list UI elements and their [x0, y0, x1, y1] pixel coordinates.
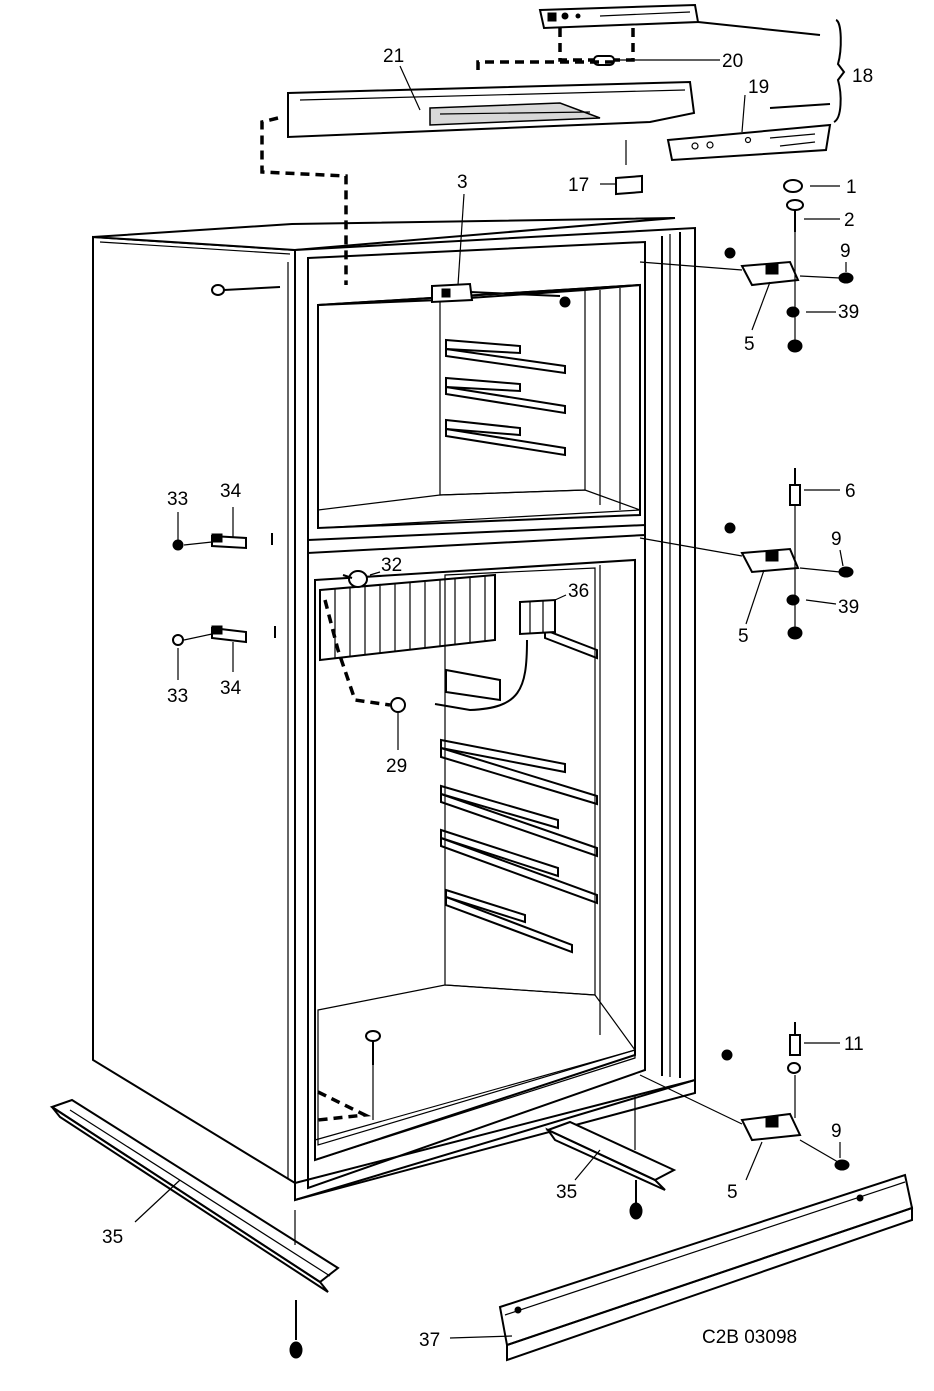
base-rail-35-left: [49, 1098, 340, 1293]
freezer-shelf-rail: [445, 338, 566, 375]
fresh-shelf-rail: [440, 738, 598, 806]
wire-harness-left: [260, 116, 348, 285]
drawing-code: C2B 03098: [702, 1327, 797, 1348]
label-17: [615, 140, 643, 196]
side-screw: [211, 284, 281, 296]
top-hinge-5: [639, 260, 800, 287]
screw: [724, 247, 736, 259]
fresh-shelf-rail: [445, 888, 573, 954]
base-rail-35-right: [545, 1095, 677, 1191]
screw: [721, 1049, 733, 1061]
callout-35-right: 35: [556, 1182, 577, 1203]
freezer-compartment: [317, 283, 641, 530]
washer-39: [786, 306, 800, 318]
screw-base-left: [289, 1300, 303, 1359]
washer-39: [786, 594, 800, 606]
callout-1: 1: [846, 177, 857, 198]
fresh-shelf-rail: [440, 828, 598, 905]
callout-21: 21: [383, 46, 404, 67]
callout-3: 3: [457, 172, 468, 193]
callout-32: 32: [381, 555, 402, 576]
callout-9-middle: 9: [831, 529, 842, 550]
callout-6: 6: [845, 481, 856, 502]
compartment-divider: [307, 523, 646, 555]
callout-37: 37: [419, 1330, 440, 1351]
kick-plate-37: [498, 1173, 914, 1362]
screw-9: [838, 566, 854, 578]
screw: [559, 296, 571, 308]
screw-base-right: [629, 1180, 643, 1220]
callout-2: 2: [844, 210, 855, 231]
hinge-pin-6: [789, 468, 801, 630]
callout-35-left: 35: [102, 1227, 123, 1248]
wire-harness-fresh: [323, 599, 391, 707]
callout-39-middle: 39: [838, 597, 859, 618]
callout-9-top: 9: [840, 241, 851, 262]
floor-screw: [365, 1030, 381, 1120]
wire-harness: [476, 60, 620, 70]
hinge-pin-11: [787, 1022, 801, 1118]
hinge-pin-2: [786, 199, 804, 232]
latch-3: [431, 282, 561, 304]
freezer-shelf-rail: [445, 376, 566, 415]
callout-5-bottom: 5: [727, 1182, 738, 1203]
nut: [787, 626, 803, 640]
screw: [724, 522, 736, 534]
callout-34-upper: 34: [220, 481, 242, 502]
control-board-18: [538, 3, 821, 36]
lamp-socket-32: [342, 570, 368, 588]
callout-33-upper: 33: [167, 489, 188, 510]
callout-5-top: 5: [744, 334, 755, 355]
callout-33-lower: 33: [167, 686, 188, 707]
callout-17: 17: [568, 175, 589, 196]
callout-11: 11: [844, 1034, 864, 1055]
door-stop-34-lower: [172, 625, 276, 646]
nut: [787, 339, 803, 353]
callout-34-lower: 34: [220, 678, 242, 699]
callout-39-top: 39: [838, 302, 859, 323]
fresh-food-compartment: [314, 558, 636, 1162]
control-panel-19: [666, 123, 832, 162]
grommet-29: [390, 697, 406, 713]
callout-18: 18: [852, 66, 873, 87]
callout-leaders: [134, 59, 847, 1339]
callout-9-bottom: 9: [831, 1121, 842, 1142]
screw-9: [838, 272, 854, 284]
callout-36: 36: [568, 581, 589, 602]
wire-harness-bottom: [317, 1090, 372, 1122]
thermostat-36: [519, 598, 556, 636]
middle-hinge-5: [639, 537, 800, 574]
bottom-hinge-5: [639, 1074, 802, 1142]
top-trim-21: [287, 80, 696, 139]
fresh-shelf-rail: [440, 784, 598, 858]
callout-5-middle: 5: [738, 626, 749, 647]
callout-20: 20: [722, 51, 743, 72]
callout-19: 19: [748, 77, 769, 98]
bracket-18: [833, 19, 846, 123]
freezer-shelf-rail: [445, 418, 566, 457]
screw-9: [834, 1159, 850, 1171]
washer-1: [783, 179, 803, 193]
callout-29: 29: [386, 756, 407, 777]
evaporator-fins: [319, 573, 496, 662]
